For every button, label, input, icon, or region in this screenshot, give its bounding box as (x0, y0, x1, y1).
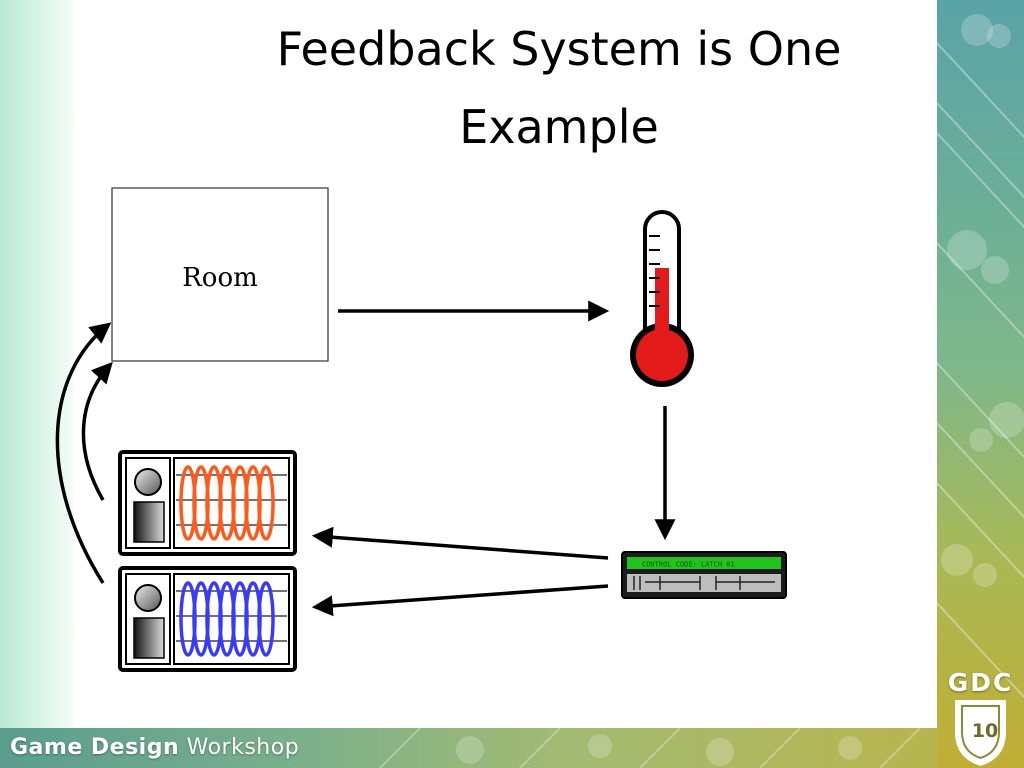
workshop-label-thin: Workshop (179, 735, 300, 760)
room-box: Room (111, 187, 329, 362)
slide-title-line-2: Example (459, 100, 659, 154)
thermostat-controller-icon: CONTROL CODE: LATCH 01 (621, 551, 787, 599)
arrow-controller-to-heater (311, 526, 609, 560)
cooler-unit-icon (118, 566, 297, 672)
footer-band: Game Design Workshop (0, 728, 937, 768)
workshop-label: Game Design Workshop (10, 735, 299, 760)
slide-title-line-1: Feedback System is One (276, 22, 842, 76)
thermometer-icon (630, 210, 694, 387)
slide-title: Feedback System is One Example (244, 10, 874, 166)
arrow-cooler-to-room (55, 322, 112, 584)
left-gradient-strip (0, 0, 74, 728)
arrow-heater-to-room (81, 361, 113, 501)
arrow-controller-to-cooler (311, 584, 609, 617)
right-decorative-band (937, 0, 1024, 768)
workshop-label-bold: Game Design (10, 735, 180, 760)
thermostat-display-text: CONTROL CODE: LATCH 01 (642, 561, 735, 569)
gdc-logo: GDC 10 (937, 668, 1024, 768)
heater-unit-icon (118, 450, 297, 556)
room-label: Room (182, 263, 258, 293)
gdc-edition-number: 10 (971, 720, 999, 742)
gdc-logo-text: GDC (947, 668, 1014, 697)
gdc-shield-icon (955, 700, 1006, 766)
